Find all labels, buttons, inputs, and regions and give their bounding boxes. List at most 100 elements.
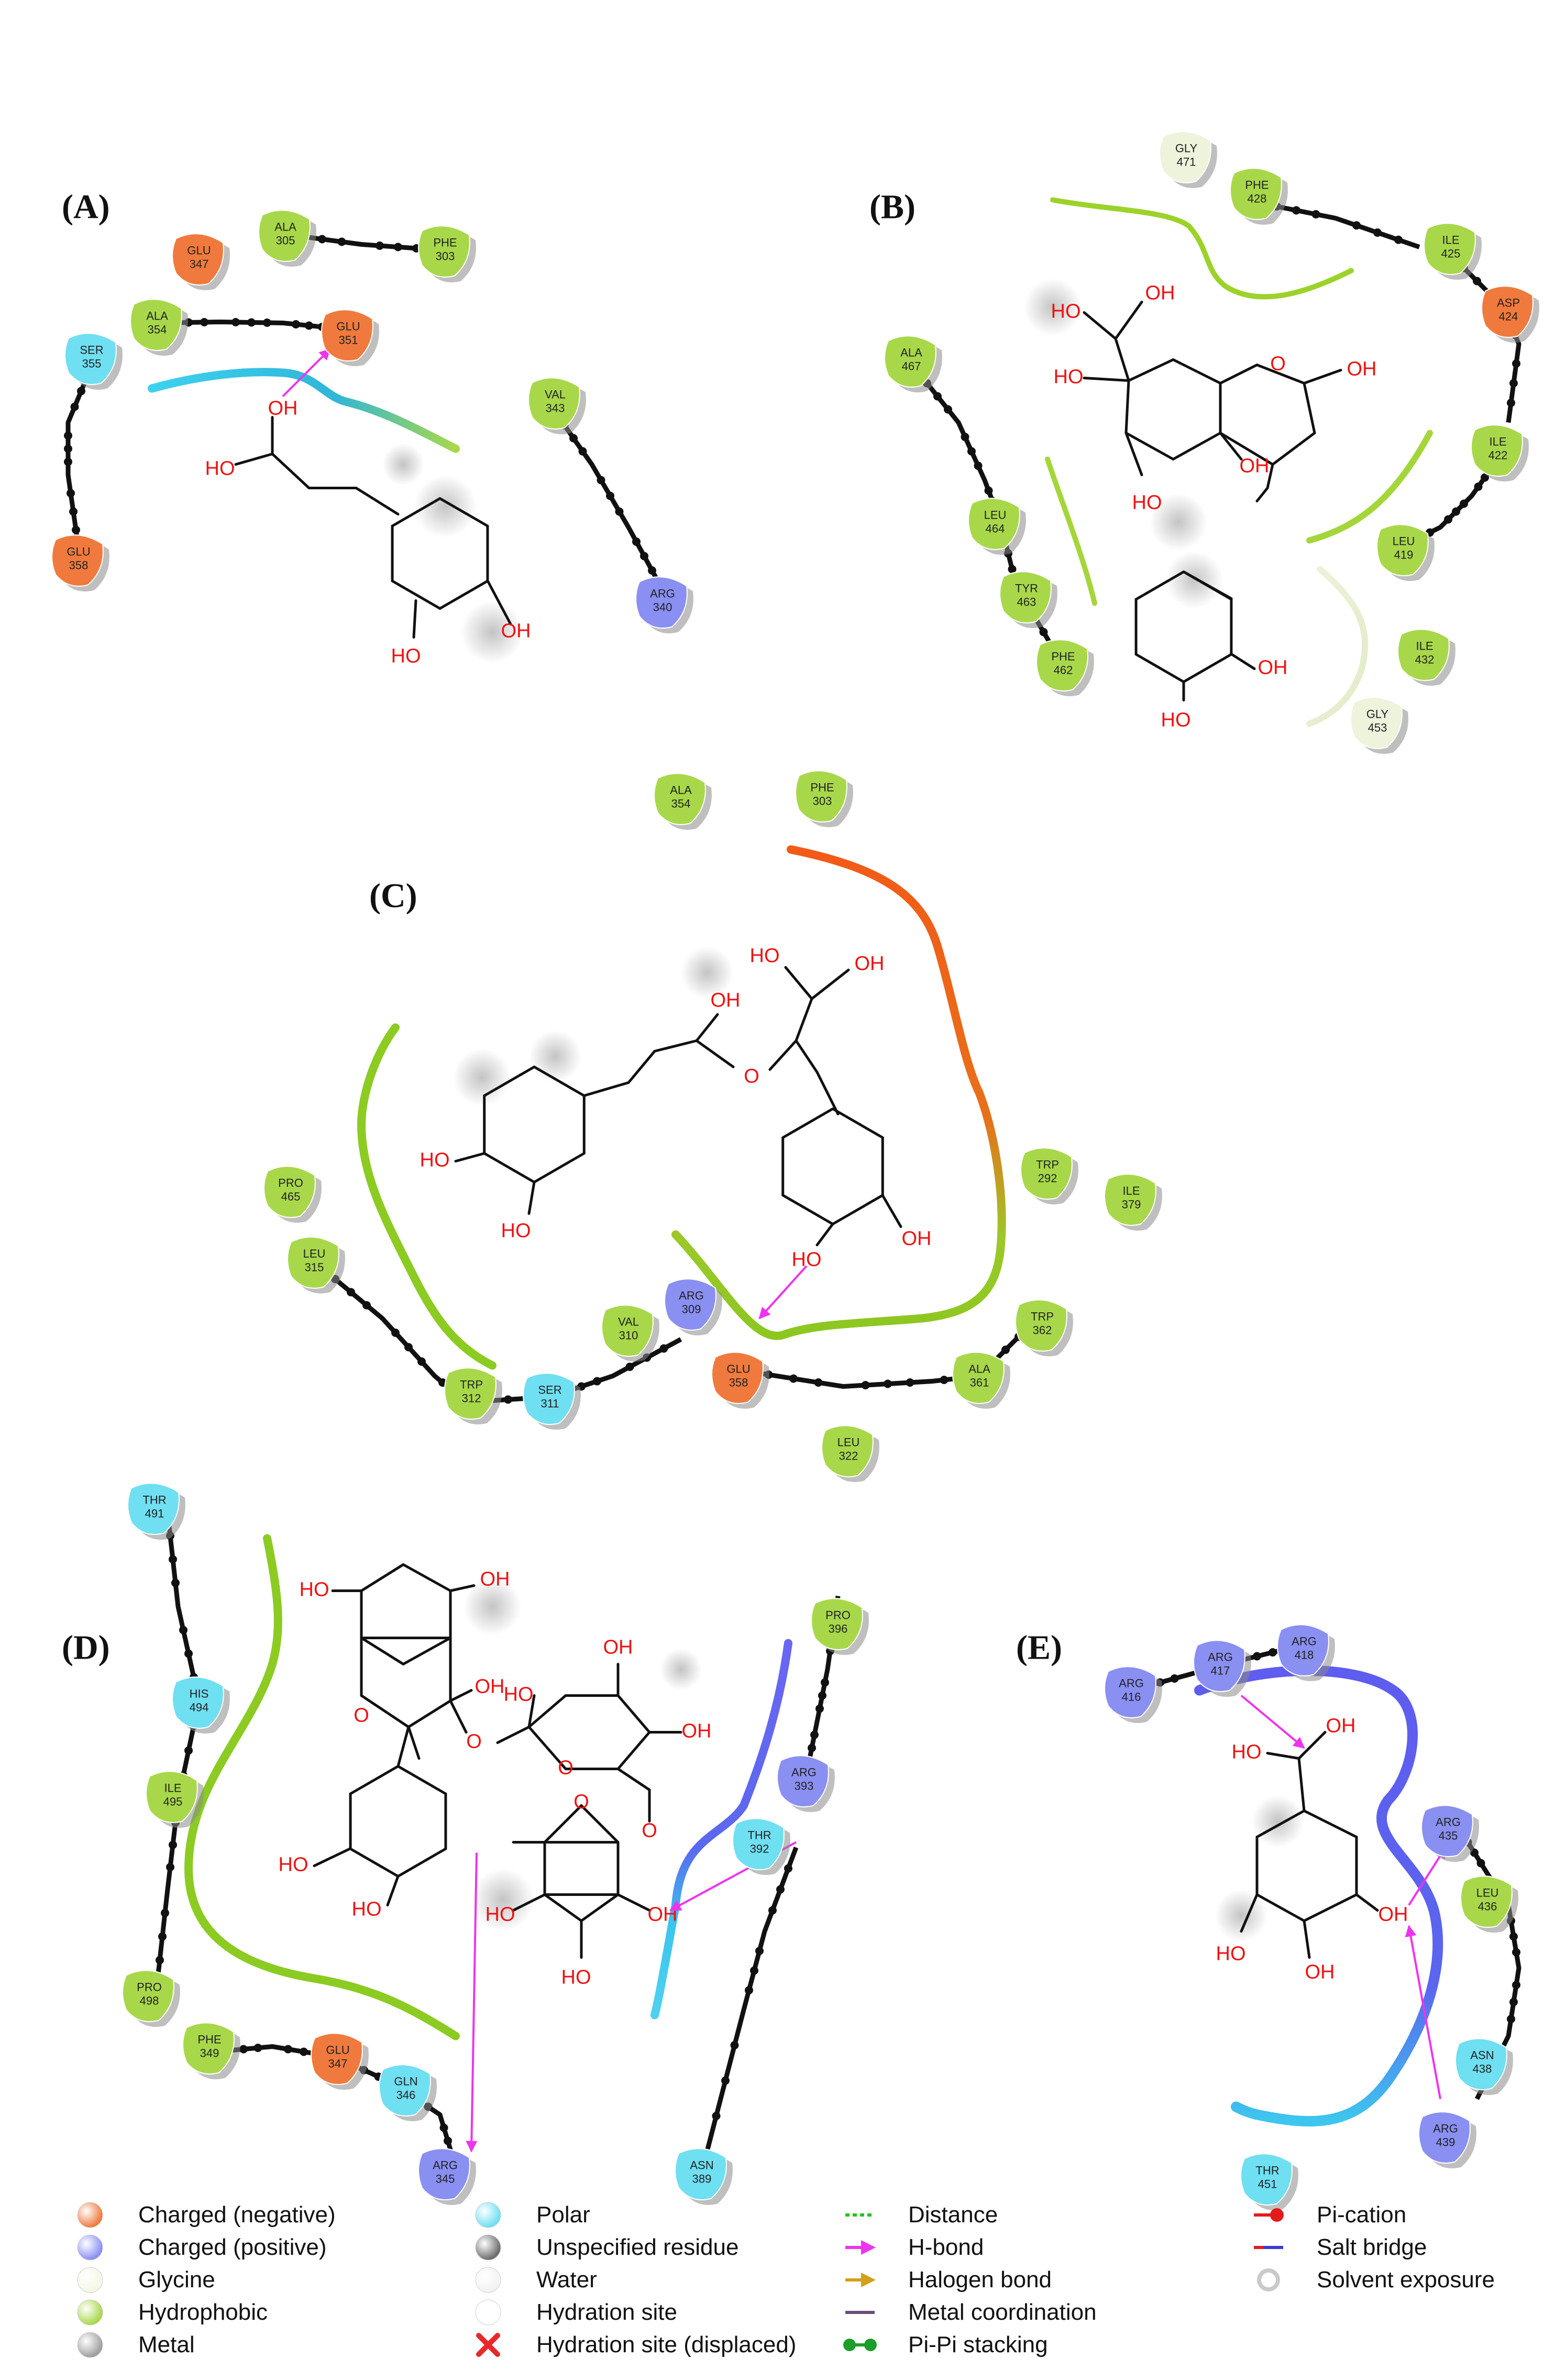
chain-a4-dot xyxy=(615,507,624,516)
residue-name: SER xyxy=(538,1384,561,1397)
residue-name: ILE xyxy=(1489,435,1506,448)
ring-e xyxy=(1255,1893,1306,1922)
legend-symbol-arrow xyxy=(845,2273,876,2287)
legend-item: Glycine xyxy=(73,2265,215,2295)
bond xyxy=(1240,1893,1259,1933)
chain-d2-dot xyxy=(284,2045,292,2054)
chain-d4-dot xyxy=(712,2112,721,2120)
legend-label: Pi-cation xyxy=(1317,2202,1407,2228)
legend: Charged (negative)Charged (positive)Glyc… xyxy=(0,2185,1566,2380)
chain-e2-dot xyxy=(1512,1981,1520,1989)
chain-a2-dot xyxy=(231,318,240,326)
legend-symbol-ball xyxy=(77,2332,103,2358)
chain-b1-dot xyxy=(1352,221,1361,230)
legend-symbol-dumbbell xyxy=(843,2339,877,2351)
legend-label: Metal coordination xyxy=(908,2299,1097,2325)
ring-d1 xyxy=(360,1563,405,1592)
residue-name: PRO xyxy=(825,1609,851,1622)
residue-hydrophobic-shape xyxy=(1424,223,1476,275)
residue-glycine-shape xyxy=(1350,697,1403,749)
ring-c1 xyxy=(533,1066,586,1097)
atom-label-ho: HO xyxy=(352,1899,382,1921)
legend-label: Halogen bond xyxy=(908,2267,1052,2293)
residue-number: 379 xyxy=(1122,1198,1141,1211)
bond xyxy=(616,1893,651,1912)
bond xyxy=(1083,311,1117,340)
ring-c1 xyxy=(533,1152,586,1183)
atom-label-o: O xyxy=(354,1705,369,1727)
residue-hydrophobic-shape xyxy=(258,210,311,262)
bond xyxy=(527,1181,536,1215)
chain-a4-dot xyxy=(597,476,605,485)
chain-a4-dot xyxy=(648,566,656,575)
atom-label-ho: HO xyxy=(420,1149,450,1171)
residue-number: 340 xyxy=(653,601,672,614)
chain-a1-dot xyxy=(337,237,346,246)
chain-a3-dot xyxy=(67,489,75,498)
chain-c1-dot xyxy=(504,1395,512,1404)
residue-name: ARG xyxy=(1119,1677,1144,1690)
residue-name: ARG xyxy=(679,1289,704,1302)
ring-b3 xyxy=(1219,432,1274,466)
residue-positive-shape xyxy=(635,576,688,629)
ring-b3 xyxy=(1255,364,1306,385)
bond xyxy=(1124,432,1143,476)
atom-label-ho: HO xyxy=(750,945,780,967)
solvent-exposure-halo xyxy=(1165,551,1223,609)
panel-label-a: (A) xyxy=(62,188,110,226)
residue-name: ILE xyxy=(1122,1184,1140,1198)
chain-a1-dot xyxy=(318,235,326,244)
legend-symbol-line xyxy=(845,2311,875,2314)
bond xyxy=(1114,301,1143,340)
solvent-exposure-halo xyxy=(1150,493,1207,551)
chain-c2-dot xyxy=(814,1378,823,1387)
bond xyxy=(795,1039,819,1073)
chain-a1-dot xyxy=(394,243,402,251)
chain-c1-dot xyxy=(625,1363,634,1371)
residue-hydrophobic-shape xyxy=(263,1166,316,1218)
bond xyxy=(543,1893,583,1922)
residue-hydrophobic-shape xyxy=(1020,1147,1073,1200)
legend-label: Salt bridge xyxy=(1317,2234,1427,2260)
chain-d2-dot xyxy=(444,2136,452,2145)
residue-hydrophobic-shape xyxy=(418,225,470,278)
chain-d4-dot xyxy=(745,1986,753,1994)
chain-c2-dot xyxy=(1001,1345,1010,1354)
residue-number: 451 xyxy=(1258,2178,1277,2191)
bond xyxy=(881,1194,902,1228)
residue-number: 351 xyxy=(339,334,358,347)
chain-b3-dot xyxy=(1444,515,1452,524)
atom-label-oh: OH xyxy=(902,1228,932,1250)
atom-label-ho: HO xyxy=(1132,492,1162,514)
residue-hydrophobic-shape xyxy=(1015,1299,1067,1352)
legend-symbol-ball xyxy=(77,2234,103,2261)
chain-b4-dot xyxy=(961,433,969,441)
residue-name: LEU xyxy=(837,1436,860,1449)
residue-name: PHE xyxy=(810,781,834,794)
legend-label: Charged (negative) xyxy=(138,2202,336,2228)
bond xyxy=(449,1584,476,1592)
ring-a xyxy=(391,579,442,610)
legend-label: Hydration site xyxy=(536,2299,678,2325)
residue-positive-shape xyxy=(1104,1666,1156,1718)
bond xyxy=(653,1039,698,1052)
residue-name: PRO xyxy=(137,1981,162,1994)
legend-symbol-ball xyxy=(77,2267,103,2293)
chain-a3-dot xyxy=(72,525,80,534)
residue-number: 425 xyxy=(1441,247,1461,260)
residue-hydrophobic-shape xyxy=(1397,629,1450,681)
residue-number: 498 xyxy=(140,1994,159,2008)
residue-number: 345 xyxy=(436,2173,455,2186)
ring-b1 xyxy=(1182,653,1233,683)
chain-a2-dot xyxy=(247,318,256,327)
residue-name: ILE xyxy=(1416,640,1433,653)
residue-name: GLN xyxy=(394,2075,417,2088)
